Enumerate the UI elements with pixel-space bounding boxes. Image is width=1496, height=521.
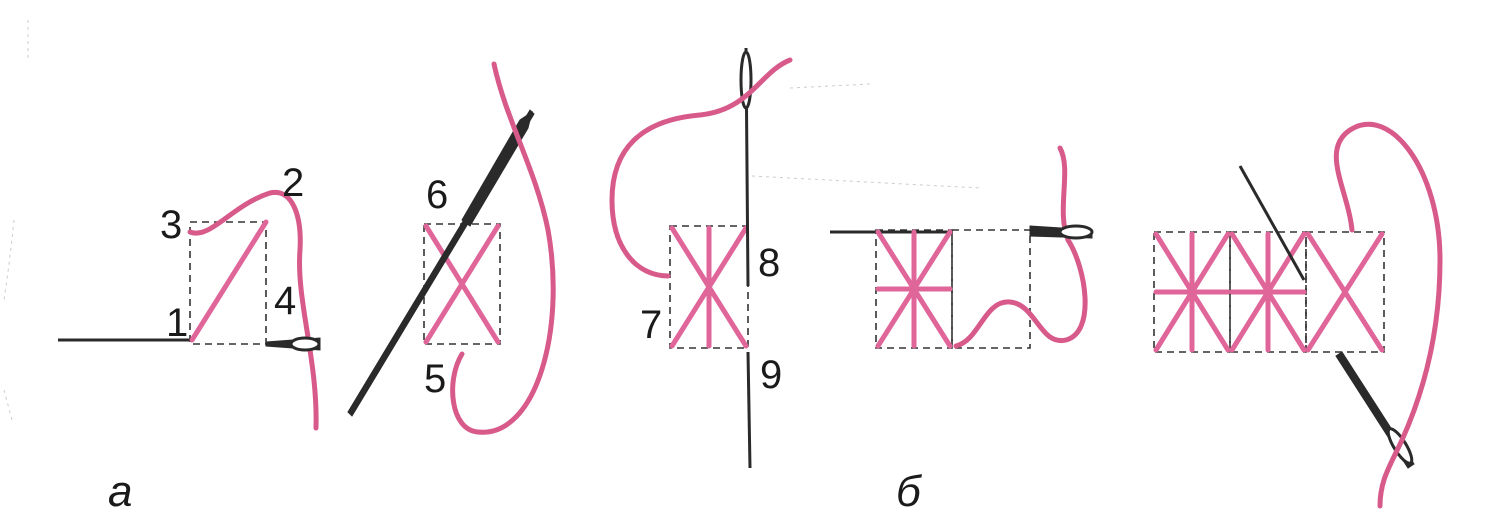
needle-eye: [289, 336, 321, 352]
step-number-7: 7: [640, 303, 662, 347]
working-thread: [953, 145, 1088, 349]
step-number-5: 5: [424, 357, 446, 401]
page-edge-mark: [3, 20, 29, 421]
caption-b: б: [896, 467, 923, 516]
working-thread: [609, 57, 793, 279]
needle-below: [746, 351, 752, 469]
faint-mark: [789, 83, 871, 89]
needle-upper: [1238, 165, 1306, 281]
cross-stitch-arm: [1305, 231, 1385, 353]
needle-eye: [1058, 224, 1094, 240]
step-number-3: 3: [160, 203, 182, 247]
step-number-8: 8: [758, 241, 780, 285]
step-1-diagram: 1 2 3 4: [58, 161, 321, 431]
step-number-1: 1: [166, 301, 188, 345]
faint-mark: [751, 175, 981, 189]
caption-a: а: [108, 467, 132, 516]
working-thread: [450, 61, 556, 435]
step-2-diagram: 6 5: [347, 61, 556, 435]
row-diagram-1: [830, 145, 1094, 349]
stitch-cell: [189, 221, 267, 345]
step-number-9: 9: [760, 353, 782, 397]
step-3-diagram: 8 7 9: [609, 47, 981, 469]
cross-stitch-arm: [423, 223, 501, 345]
step-number-2: 2: [282, 161, 304, 205]
step-number-6: 6: [426, 173, 448, 217]
stitch-cell: [951, 229, 1031, 349]
working-thread: [1333, 121, 1443, 509]
step-number-4: 4: [274, 279, 296, 323]
needle-shank: [461, 110, 533, 227]
diagonal-stitch: [189, 219, 269, 343]
row-diagram-2: [1153, 121, 1443, 509]
